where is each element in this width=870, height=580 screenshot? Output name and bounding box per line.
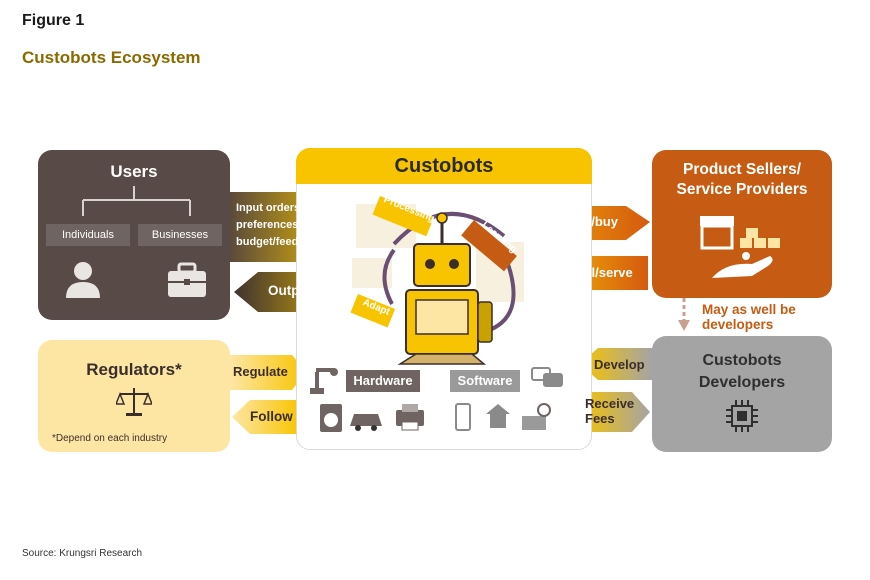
developers-title-line-1: Custobots: [702, 352, 782, 369]
negotiate-label: Negotiate/buy: [532, 214, 618, 229]
regulate-arrow: [230, 355, 306, 390]
scales-icon: [116, 388, 152, 416]
users-individuals: Individuals: [46, 224, 130, 246]
may-line-1: May as well be: [702, 302, 796, 317]
regulators-note: *Depend on each industry: [52, 433, 168, 444]
receive-line-2: Fees: [585, 411, 615, 426]
custobots-title: Custobots: [296, 148, 592, 184]
users-box: Users Individuals Businesses: [38, 150, 230, 320]
receive-line-1: Receive: [585, 396, 635, 411]
printer-icon: [396, 404, 424, 431]
devices-icons: [310, 367, 563, 432]
custobots-box: [296, 148, 592, 450]
users-businesses: Businesses: [138, 224, 222, 246]
input-line-2: preferences/: [236, 219, 302, 231]
regulate-label: Regulate: [233, 364, 288, 379]
developers-title: Custobots Developers: [652, 350, 832, 394]
software-tag: Software: [450, 370, 520, 392]
search-boxes-icon: [522, 403, 551, 430]
figure-title: Custobots Ecosystem: [22, 48, 201, 67]
robot-illustration: [350, 196, 524, 365]
briefcase-icon: [168, 262, 206, 297]
users-tree-icon: [82, 186, 191, 216]
develop-label: Develop: [594, 357, 645, 372]
sell-label: Sell/serve: [572, 265, 633, 280]
may-be-developers-note: May as well be developers: [702, 302, 796, 332]
users-title: Users: [110, 162, 158, 181]
sellers-title-line-2: Service Providers: [676, 181, 808, 198]
chat-icon: [531, 367, 563, 387]
house-dollar-icon: [486, 404, 510, 428]
dashed-link-head: [678, 320, 690, 331]
figure-label: Figure 1: [22, 12, 85, 29]
develop-arrow: [580, 348, 652, 380]
follow-arrow: [232, 400, 300, 434]
input-line-1: Input orders/: [236, 202, 304, 214]
source-note: Source: Krungsri Research: [22, 548, 143, 559]
sellers-title: Product Sellers/ Service Providers: [652, 160, 832, 200]
sellers-box: Product Sellers/ Service Providers: [652, 150, 832, 298]
person-icon: [66, 262, 100, 298]
robot-arm-icon: [310, 368, 338, 394]
input-arrow-label: Input orders/ preferences/ budget/feedba…: [236, 200, 323, 251]
regulators-box: Regulators* *Depend on each industry: [38, 340, 230, 452]
receive-fees-arrow: [578, 392, 650, 432]
car-icon: [350, 414, 382, 431]
phone-icon: [455, 403, 471, 431]
sellers-title-line-1: Product Sellers/: [682, 161, 801, 178]
follow-label: Follow: [250, 409, 293, 424]
developers-box: Custobots Developers: [652, 336, 832, 452]
chip-icon: [726, 400, 758, 432]
receive-fees-label: Receive Fees: [585, 396, 634, 426]
input-line-3: budget/feedback: [236, 236, 324, 248]
hardware-tag: Hardware: [346, 370, 420, 392]
washer-icon: [320, 404, 342, 432]
regulators-title: Regulators*: [86, 360, 182, 379]
shop-boxes-icon: [700, 216, 780, 278]
may-line-2: developers: [702, 317, 774, 332]
output-label: Output: [268, 283, 313, 298]
developers-title-line-2: Developers: [698, 374, 786, 391]
